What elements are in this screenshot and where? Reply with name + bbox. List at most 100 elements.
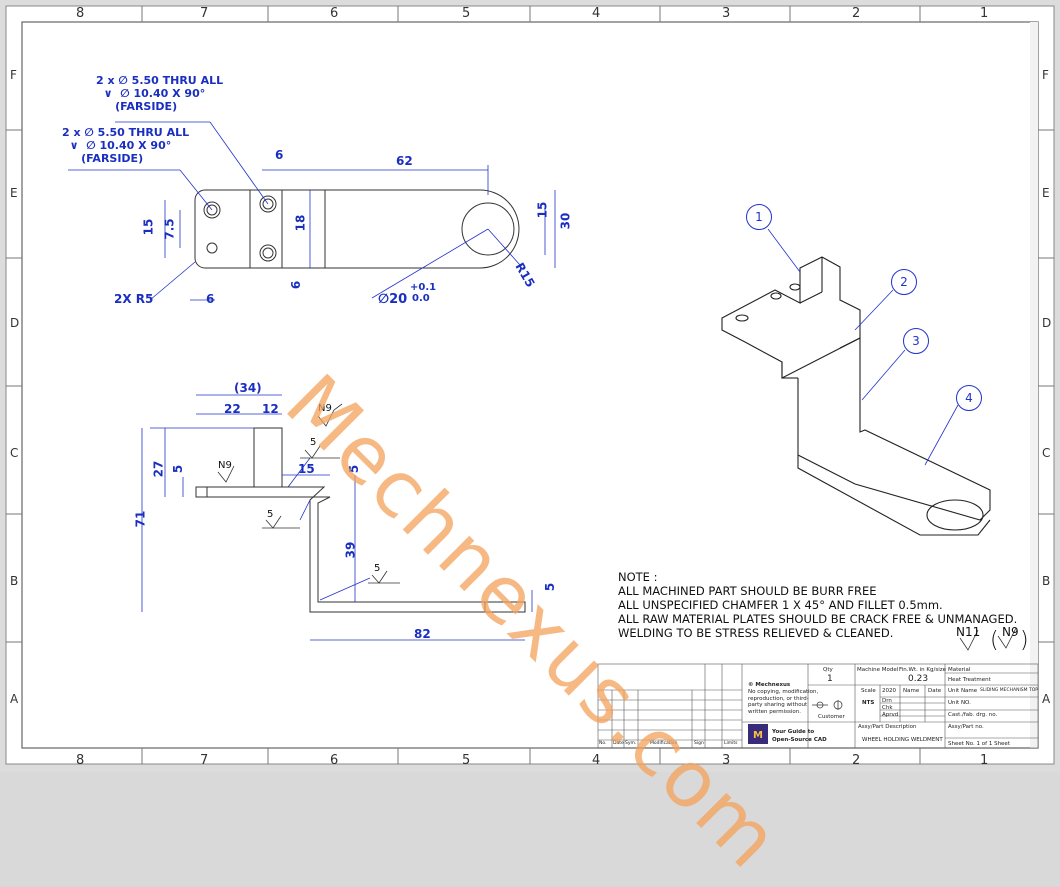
rev-col: No. xyxy=(599,741,607,746)
zone-label: 4 xyxy=(592,6,601,21)
heat-treatment-label: Heat Treatment xyxy=(948,677,991,683)
assy-part-label: Assy/Part no. xyxy=(948,724,984,730)
dimension: (34) xyxy=(234,381,262,395)
note-line: ALL MACHINED PART SHOULD BE BURR FREE xyxy=(618,584,877,598)
dimension: 12 xyxy=(262,402,279,416)
zone-label: 8 xyxy=(76,6,85,21)
surface-finish-symbol: N9 xyxy=(218,460,232,471)
zone-label: 6 xyxy=(330,6,339,21)
fin-wt-label: Fin.Wt. in Kg/size xyxy=(899,667,946,673)
dimension: 27 xyxy=(151,460,166,478)
name-label: Name xyxy=(903,688,920,694)
balloon: 4 xyxy=(956,385,982,411)
zone-label: F xyxy=(10,68,17,82)
qty-value: 1 xyxy=(827,674,833,684)
zone-label: B xyxy=(1042,574,1051,588)
zone-label: C xyxy=(10,446,19,460)
balloon: 2 xyxy=(891,269,917,295)
notes-title: NOTE : xyxy=(618,570,658,584)
zone-label: E xyxy=(1042,186,1050,200)
dimension: 5 xyxy=(347,464,362,474)
zone-label: 6 xyxy=(330,753,339,768)
surface-finish-symbol: N9 xyxy=(318,403,332,414)
dimension: 18 xyxy=(293,214,308,232)
dimension: 0.0 xyxy=(412,293,430,304)
note-line: ALL RAW MATERIAL PLATES SHOULD BE CRACK … xyxy=(618,612,1018,626)
surface-finish-main: N11 xyxy=(956,625,981,639)
title-block xyxy=(597,663,1039,749)
dimension: 2X R5 xyxy=(114,292,154,306)
zone-label: 2 xyxy=(852,753,861,768)
dimension: 5 xyxy=(543,582,558,592)
dimension: 82 xyxy=(414,627,431,641)
top-view xyxy=(194,189,520,269)
weld-symbol: 5 xyxy=(267,509,274,520)
zone-label: C xyxy=(1042,446,1051,460)
svg-text:M: M xyxy=(753,730,763,741)
company-logo xyxy=(748,724,768,744)
surface-finish-paren: N9 xyxy=(1002,625,1019,639)
guide-line-1: Your Guide to xyxy=(772,729,815,735)
dimension: 62 xyxy=(396,154,413,168)
dimension: 5 xyxy=(171,464,186,474)
zone-label: 2 xyxy=(852,6,861,21)
balloon: 3 xyxy=(903,328,929,354)
zone-label: 1 xyxy=(980,753,989,768)
customer-label: Customer xyxy=(818,714,845,720)
copyright: © Mechnexus xyxy=(748,682,791,688)
assy-desc-label: Assy/Part Description xyxy=(858,724,917,730)
zone-label: E xyxy=(10,186,18,200)
fin-wt-value: 0.23 xyxy=(908,674,929,684)
scale-value: NTS xyxy=(862,700,875,706)
dimension: 30 xyxy=(558,212,573,230)
zone-label: 3 xyxy=(722,753,731,768)
zone-label: 8 xyxy=(76,753,85,768)
zone-label: B xyxy=(10,574,19,588)
zone-label: 1 xyxy=(980,6,989,21)
zone-label: 7 xyxy=(200,6,209,21)
drawing-frame: M xyxy=(0,0,1060,772)
note-line: WELDING TO BE STRESS RELIEVED & CLEANED. xyxy=(618,626,894,640)
scale-label: Scale xyxy=(861,688,876,694)
material-label: Material xyxy=(948,667,971,673)
rev-col: Modification xyxy=(650,741,678,746)
note-line: ALL UNSPECIFIED CHAMFER 1 X 45° AND FILL… xyxy=(618,598,943,612)
rev-col: Date xyxy=(613,741,624,746)
zone-label: A xyxy=(10,692,19,706)
rev-col: Limits xyxy=(724,741,738,746)
dimension: 7.5 xyxy=(162,218,177,240)
rev-col: Sign xyxy=(694,741,704,746)
guide-line-2: Open-Source CAD xyxy=(772,737,827,743)
machine-model-label: Machine Model xyxy=(857,667,899,673)
balloon: 1 xyxy=(746,204,772,230)
weld-symbol: 5 xyxy=(310,437,317,448)
unit-name-value: SLIDING MECHANISM TOP xyxy=(980,688,1038,693)
dimension: 71 xyxy=(133,510,148,528)
dimension: +0.1 xyxy=(410,282,437,293)
dimension: 39 xyxy=(343,541,358,559)
general-notes: NOTE : ALL MACHINED PART SHOULD BE BURR … xyxy=(618,570,1017,640)
zone-label: F xyxy=(1042,68,1049,82)
zone-label: 4 xyxy=(592,753,601,768)
dimension: 6 xyxy=(206,292,215,306)
dimension: ∅20 xyxy=(378,292,408,307)
front-view xyxy=(195,427,526,613)
dimension: 6 xyxy=(275,148,284,162)
unit-no-label: Unit NO. xyxy=(948,700,971,706)
unit-name-label: Unit Name xyxy=(948,688,978,694)
isometric-view xyxy=(721,256,991,536)
year: 2020 xyxy=(882,688,896,694)
cast-drg-label: Cast./fab. drg. no. xyxy=(948,712,998,718)
weld-symbol: 5 xyxy=(374,563,381,574)
zone-label: A xyxy=(1042,692,1051,706)
approved-label: Aprvd xyxy=(882,712,899,718)
dimension: 15 xyxy=(535,201,550,219)
qty-label: Qty xyxy=(823,667,833,673)
hole-callout: 2 x ∅ 5.50 THRU ALL ∨ ∅ 10.40 X 90° (FAR… xyxy=(62,126,190,165)
zone-label: D xyxy=(1042,316,1052,330)
zone-label: 5 xyxy=(462,6,471,21)
zone-label: 5 xyxy=(462,753,471,768)
dimension: 15 xyxy=(141,218,156,236)
copyright-text: No copying, modification, reproduction, … xyxy=(748,689,819,715)
date-label: Date xyxy=(928,688,942,694)
